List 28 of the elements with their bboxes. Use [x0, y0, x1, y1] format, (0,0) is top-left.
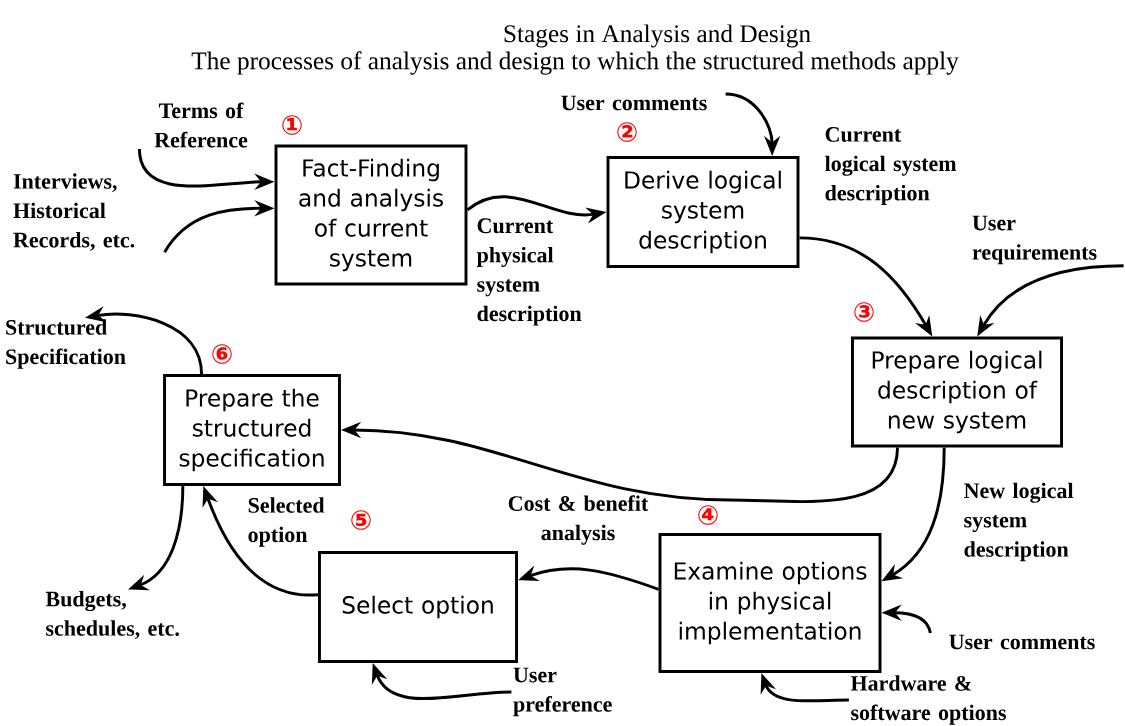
step-number: ④ — [698, 505, 718, 525]
step-number: ③ — [854, 302, 874, 322]
title: Stages in Analysis and Design — [504, 24, 811, 48]
edge-label: New logical system description — [964, 482, 1074, 562]
flow-label: User comments — [561, 95, 707, 111]
flow-label: User preference — [513, 667, 612, 717]
flow-label: Hardware & software options — [850, 675, 1006, 725]
edge-label: Current logical system description — [825, 127, 957, 205]
step-number: ① — [282, 115, 302, 135]
process-box: Prepare the structured specification — [163, 374, 341, 486]
flow-label: Terms of Reference — [154, 102, 248, 148]
edge-label: Selected option — [248, 497, 325, 547]
flow-label: Structured Specification — [6, 319, 126, 369]
process-box: Select option — [318, 551, 518, 663]
process-box: Examine options in physical implementation — [658, 533, 882, 673]
flow-label: User requirements — [972, 215, 1097, 265]
step-number: ⑥ — [212, 344, 232, 364]
step-number: ② — [617, 122, 637, 142]
subtitle: The processes of analysis and design to which the structured methods apply — [191, 51, 959, 75]
process-box: Prepare logical description of new system — [851, 336, 1063, 448]
process-box: Fact-Finding and analysis of current system — [274, 144, 468, 286]
step-number: ⑤ — [351, 510, 371, 530]
flow-label: User comments — [949, 634, 1095, 650]
edge-label: Cost & benefit analysis — [508, 495, 649, 545]
edge-label: Current physical system description — [476, 218, 582, 326]
flow-label: Interviews, Historical Records, etc. — [13, 173, 135, 251]
process-box: Derive logical system description — [606, 156, 800, 268]
flow-label: Budgets, schedules, etc. — [45, 591, 179, 639]
